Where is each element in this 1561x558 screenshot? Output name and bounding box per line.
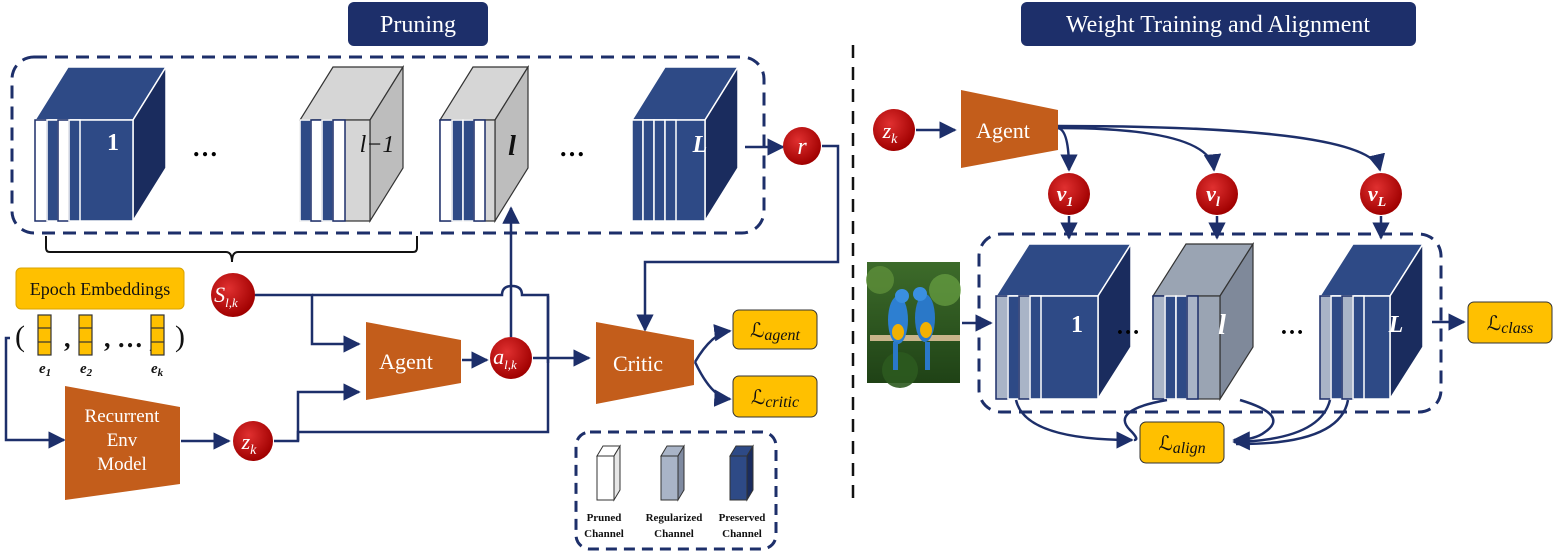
legend-regularized-line1: Regularized [646,512,703,524]
epoch-embeddings-label-box: Epoch Embeddings [15,267,185,310]
v-node-l: vl [1196,173,1238,215]
pruning-header: Pruning [348,2,488,46]
rem-label-3: Model [97,454,147,475]
svg-text:e1: e1 [39,361,51,379]
input-image-parrots [866,262,961,388]
loss-class: ℒclass [1467,301,1553,344]
legend-preserved: Preserved Channel [719,444,766,540]
svg-text:v1: v1 [1057,181,1074,210]
pruning-layer-l-label: l [508,131,516,162]
legend-pruned-line1: Pruned [587,512,622,524]
epoch-embeddings-label: Epoch Embeddings [30,279,170,299]
svg-text:al,k: al,k [493,344,517,372]
legend-preserved-line1: Preserved [719,512,766,524]
training-layer-l-label: l [1218,310,1226,341]
embedding-close-paren: ) [175,320,185,353]
svg-text:zk: zk [882,118,899,147]
channel-legend: Pruned Channel Regularized Channel Prese… [574,430,778,551]
svg-text:ℒclass: ℒclass [1487,313,1533,337]
critic-label: Critic [613,351,663,376]
training-layer-L-label: L [1388,312,1404,338]
reward-label: r [797,134,807,160]
state-node: Sl,k [211,273,255,317]
rem-label-1: Recurrent [85,406,161,427]
embedding-dots: , … , [104,324,156,353]
embedding-open-paren: ( [15,320,25,353]
embedding-sequence: ( ) , , … , e1 e2 ek [15,314,185,379]
pruning-ellipsis-1: … [192,133,218,162]
svg-text:Sl,k: Sl,k [214,282,238,310]
action-node: al,k [490,337,532,379]
critic: Critic [596,322,694,404]
legend-regularized: Regularized Channel [646,444,703,540]
svg-text:vl: vl [1206,181,1220,210]
svg-text:e2: e2 [80,361,93,379]
pruning-layer-l: l [438,64,530,224]
pruning-layer-l-minus-1: l−1 [298,64,405,224]
pruning-layers-box [10,55,766,235]
reward-node: r [783,127,821,165]
v-node-L: vL [1360,173,1402,215]
loss-align: ℒalign [1139,421,1225,464]
loss-critic: ℒcritic [732,375,818,418]
legend-pruned-line2: Channel [584,528,624,540]
training-ellipsis-2: … [1280,314,1304,340]
svg-text:ℒcritic: ℒcritic [751,387,799,411]
legend-pruned: Pruned Channel [584,444,624,540]
legend-regularized-line2: Channel [654,528,694,540]
pruning-ellipsis-2: … [559,133,585,162]
pruning-layer-L-label: L [692,132,708,158]
training-layer-1: 1 [994,241,1133,402]
weight-training-header-label: Weight Training and Alignment [1066,12,1370,38]
pruning-header-label: Pruning [380,12,456,38]
pruning-layer-l-minus-1-label: l−1 [360,132,395,158]
latent-node-pruning: zk [233,421,273,461]
training-agent: Agent [961,90,1058,168]
state-bracket [45,236,418,263]
pruning-layer-1-label: 1 [107,130,119,156]
training-agent-label: Agent [976,118,1030,143]
loss-agent: ℒagent [732,309,818,350]
pruning-agent: Agent [366,322,461,400]
svg-text:zk: zk [241,429,258,458]
pruning-layer-L: L [630,64,740,224]
svg-text:ℒalign: ℒalign [1158,433,1205,457]
embedding-ek: ek [150,314,165,379]
pruning-agent-label: Agent [379,349,433,374]
pruning-layer-1: 1 [33,64,168,224]
embedding-comma: , [64,324,71,353]
svg-text:ℒagent: ℒagent [750,320,801,344]
v-node-1: v1 [1048,173,1090,215]
latent-node-training: zk [873,109,915,151]
training-ellipsis-1: … [1116,314,1140,340]
training-layer-l: l [1151,241,1255,402]
training-layer-L: L [1318,241,1425,402]
embedding-e2: e2 [78,314,93,379]
svg-text:ek: ek [151,361,164,379]
legend-preserved-line2: Channel [722,528,762,540]
training-layer-1-label: 1 [1071,312,1083,338]
rem-label-2: Env [107,430,138,451]
recurrent-env-model: Recurrent Env Model [65,386,180,500]
weight-training-header: Weight Training and Alignment [1021,2,1416,46]
embedding-e1: e1 [37,314,52,379]
svg-text:vL: vL [1368,181,1386,210]
